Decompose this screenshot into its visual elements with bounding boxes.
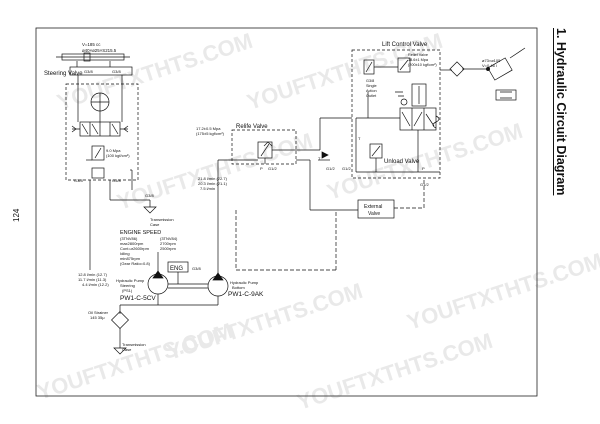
steering-valve-title: Steering Valve xyxy=(44,71,83,77)
oil-strainer xyxy=(111,311,129,329)
lift-relief-spec: (200±10 kgf/cm²) xyxy=(408,63,437,67)
engine-speed-value: 2700rpm xyxy=(160,241,176,246)
steering-bottom-port: G3/8 xyxy=(145,193,154,198)
pump-left-flow: 4.4 l/min (12.2) xyxy=(82,282,109,287)
steering-port-label: G3/8 xyxy=(74,178,83,183)
unload-valve-label: Unload Valve xyxy=(384,159,420,165)
lift-relief-spec: 18.6±1 Mpa xyxy=(408,58,429,62)
lift-cylinder xyxy=(487,47,526,101)
single-acting-label: Outlet xyxy=(366,94,377,98)
pump-right-flow: 7.5 l/min xyxy=(200,186,215,191)
engine-speed-value: (3TNV86) xyxy=(120,236,138,241)
watermark-text: YOUFTXTHTS.COM xyxy=(324,118,526,205)
single-acting-label: Single xyxy=(366,84,377,88)
page-number: 124 xyxy=(12,208,21,222)
steering-relief-spec: 9.0 Mpa xyxy=(106,148,121,153)
steering-cylinder-spec: V=185 cc xyxy=(82,42,101,47)
relief-port-label: T xyxy=(318,156,321,161)
relief-port-label: P xyxy=(260,166,263,171)
pump-right-flow: 20.3 l/min (21.1) xyxy=(198,181,228,186)
pump-left-label: Hydraulic Pump xyxy=(116,278,145,283)
hydraulic-pump-steering xyxy=(147,252,169,295)
lift-control-valve xyxy=(351,49,441,179)
pump-right-flow: 21.8 l/min (22.7) xyxy=(198,176,228,181)
pump-right-label: Bottom xyxy=(232,285,245,290)
relief-valve xyxy=(231,129,297,165)
pump-left-flow: 11.7 l/min (11.3) xyxy=(78,277,107,282)
lift-port-label: P xyxy=(422,166,425,171)
lift-cylinder-spec: ø73×ø105 xyxy=(482,58,501,63)
relief-spec: (175±5 kgf/cm²) xyxy=(196,131,225,136)
engine-box-label: ENG xyxy=(170,266,183,272)
engine-speed-value: min875rpm xyxy=(120,256,141,261)
engine-speed-value: Idling xyxy=(120,251,130,256)
engine-speed-value: (3TNV84) xyxy=(160,236,178,241)
pump-right-label: Hydraulic Pump xyxy=(230,280,259,285)
lift-port-label: G1/2 xyxy=(420,182,429,187)
transmission-case-label: Case xyxy=(150,222,160,227)
watermark-text: YOUFTXTHTS.COM xyxy=(114,128,316,215)
external-valve-label: External xyxy=(364,204,382,210)
section-title: 1. Hydraulic Circuit Diagram xyxy=(554,28,568,196)
engine-speed-value: max2800rpm xyxy=(120,241,144,246)
transmission-case-label: Transmission xyxy=(122,342,146,347)
pump-left-model: PW1-C-5CV xyxy=(120,295,156,302)
steering-cylinder xyxy=(56,52,130,67)
watermark-text: YOUFTXTHTS.COM xyxy=(164,278,366,365)
lift-port-label: T xyxy=(358,136,361,141)
steering-port-label: G3/8 xyxy=(84,69,93,74)
lift-relief-spec: Relief Valve xyxy=(408,53,428,57)
watermark-text: YOUFTXTHTS.COM xyxy=(244,28,446,115)
pump-left-flow: 12.8 l/min (12.7) xyxy=(78,272,108,277)
transmission-case-label: Transmission xyxy=(150,217,174,222)
relief-spec: 17.2±0.5 Mpa xyxy=(196,126,221,131)
steering-cylinder-spec: ø40×ø25×S215.5 xyxy=(82,48,117,53)
steering-port-label: G3/8 xyxy=(112,69,121,74)
engine-speed-title: ENGINE SPEED xyxy=(120,230,161,236)
watermark: YOUFTXTHTS.COM YOUFTXTHTS.COM YOUFTXTHTS… xyxy=(34,28,600,415)
pump-left-label: Steering xyxy=(120,283,135,288)
single-acting-label: G3/8 xyxy=(366,79,374,83)
steering-valve xyxy=(65,66,139,181)
engine-speed-value: (Gear Ratio=0.8) xyxy=(120,261,151,266)
watermark-text: YOUFTXTHTS.COM xyxy=(404,248,600,335)
steering-port-label: G3/8 xyxy=(112,178,121,183)
lift-control-title: Lift Control Valve xyxy=(382,42,428,48)
single-acting-label: Action xyxy=(366,89,377,93)
relief-port-label: G1/2 xyxy=(326,166,335,171)
strainer-label: Oil Strainer xyxy=(88,310,109,315)
engine-speed-value: 2500rpm xyxy=(160,246,176,251)
steering-relief-spec: (100 kgf/cm²) xyxy=(106,153,130,158)
pump-right-model: PW1-C-9AK xyxy=(228,291,264,298)
external-valve xyxy=(357,199,395,219)
page-border xyxy=(35,27,538,397)
transmission-case-label: Case xyxy=(122,347,132,352)
external-valve-label: Valve xyxy=(368,211,380,217)
engine-speed-value: Cont.ur2600rpm xyxy=(120,246,150,251)
pump-left-label: (PS1) xyxy=(122,288,133,293)
relief-port-label: G1/2 xyxy=(268,166,277,171)
hydraulic-pump-bottom xyxy=(207,272,229,297)
watermark-text: YOUFTXTHTS.COM xyxy=(294,328,496,415)
strainer-label: 145 35μ xyxy=(90,315,105,320)
pump-left-suction-port: G3/8 xyxy=(192,266,201,271)
lift-port-label: G1/2 xyxy=(342,166,351,171)
lift-cylinder-spec: V=0.46 l xyxy=(482,63,497,68)
relief-valve-title: Relife Valve xyxy=(236,124,268,130)
